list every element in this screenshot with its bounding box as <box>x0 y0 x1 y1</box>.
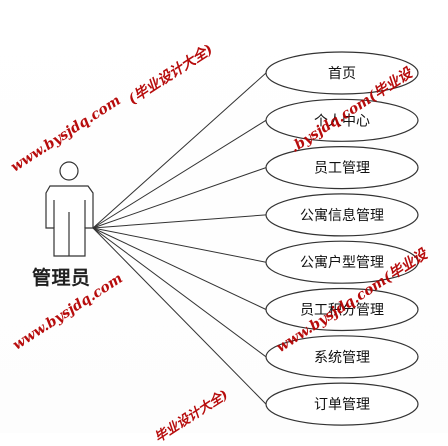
association-line <box>92 227 267 263</box>
use-case-ellipse <box>265 98 419 142</box>
use-case-ellipse <box>265 382 419 426</box>
association-line <box>92 214 267 229</box>
use-case-ellipse <box>265 287 419 332</box>
association-lines <box>92 72 267 405</box>
use-case-label: 订单管理 <box>314 397 370 413</box>
use-case-label: 员工积分管理 <box>300 303 384 319</box>
use-case: 员工积分管理 <box>265 287 419 332</box>
use-case-ellipse <box>265 335 419 379</box>
association-line <box>92 119 267 229</box>
actor-label: 管理员 <box>32 267 91 289</box>
association-line <box>92 167 267 229</box>
use-case-ellipse <box>265 240 419 284</box>
use-case: 首页 <box>265 51 419 95</box>
use-case: 员工管理 <box>265 146 419 190</box>
use-case-ellipse <box>265 146 419 190</box>
use-case-ellipse <box>265 51 419 95</box>
use-case: 公寓信息管理 <box>265 193 419 237</box>
use-case-label: 员工管理 <box>314 161 370 177</box>
use-case-ellipse <box>265 193 419 237</box>
use-case-label: 首页 <box>328 66 356 82</box>
association-line <box>92 227 267 310</box>
association-line <box>92 227 267 358</box>
use-case-label: 系统管理 <box>314 350 370 366</box>
use-case: 公寓户型管理 <box>265 240 419 284</box>
actor-head <box>59 161 79 181</box>
use-case: 订单管理 <box>265 382 419 426</box>
use-case-label: 公寓信息管理 <box>300 207 384 224</box>
use-case-label: 公寓户型管理 <box>300 254 384 271</box>
use-case: 系统管理 <box>265 335 419 379</box>
use-case-label: 个人中心 <box>314 113 370 129</box>
association-line <box>92 227 267 405</box>
use-case: 个人中心 <box>265 98 419 142</box>
actor-figure <box>45 161 94 257</box>
association-line <box>92 72 267 229</box>
